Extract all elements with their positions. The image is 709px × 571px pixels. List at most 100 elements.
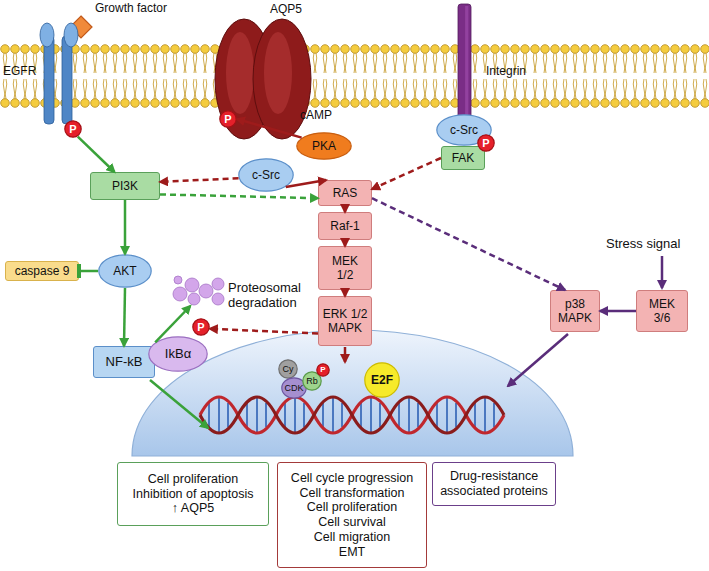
text-holder: P	[192, 318, 210, 336]
edge-group	[78, 119, 636, 346]
integrin-receptor: Integrin	[458, 4, 471, 120]
kinase-ellipse: PKAcAMP	[296, 132, 352, 160]
node-label: Cell proliferation	[148, 472, 238, 487]
text-holder: RAS	[319, 181, 371, 205]
text-holder: Raf-1	[319, 213, 371, 239]
signal-arrow	[600, 310, 636, 313]
phospho-mark: P	[316, 363, 330, 377]
node-outline	[99, 255, 151, 287]
node-label: P	[482, 137, 489, 150]
caspase-box: caspase 9	[5, 261, 79, 281]
node-label: Inhibition of apoptosis	[133, 487, 254, 502]
kinase-box: p38 MAPK	[550, 290, 600, 332]
nucleus	[132, 330, 573, 456]
outcome-box: Cell cycle progressionCell transformatio…	[277, 462, 427, 568]
text-holder: caspase 9	[6, 262, 78, 280]
text-holder: PI3K	[91, 173, 159, 199]
transcription-box: NF-kB	[93, 346, 155, 378]
node-label: Raf-1	[330, 219, 359, 233]
node-label: caspase 9	[15, 264, 70, 278]
text-holder	[170, 276, 228, 306]
kinase-ellipse: c-Src	[238, 158, 294, 192]
node-label: P	[69, 123, 76, 136]
channel-highlight	[226, 32, 254, 114]
node-label: P	[224, 113, 231, 126]
text-holder: c-Src	[238, 158, 294, 192]
proteasome-particle	[212, 293, 224, 305]
kinase-box: FAK	[441, 146, 485, 170]
signal-arrow	[155, 306, 190, 342]
integrin-bar	[458, 4, 471, 120]
signal-arrow	[344, 240, 347, 246]
node-label: AQP5	[270, 2, 320, 16]
cyclin-circle: Cy	[278, 359, 298, 379]
node-label: Drug-resistance associated proteins	[435, 469, 553, 499]
receptor-domain	[64, 23, 78, 47]
node-label: ↑ AQP5	[172, 501, 214, 516]
text-holder: PKA	[296, 132, 352, 160]
kinase-box: MEK 3/6	[636, 290, 688, 332]
receptor-stalk	[44, 36, 54, 124]
inhibitor-ellipse: IkBα	[148, 336, 208, 372]
node-label: EMT	[339, 545, 365, 560]
proteasome-particle	[174, 276, 182, 284]
signal-arrow	[237, 119, 302, 138]
text-holder: p38 MAPK	[551, 291, 599, 331]
text-holder: FAK	[442, 147, 484, 169]
proteasome-particle	[185, 278, 199, 292]
node-outline	[317, 364, 329, 376]
node-outline	[65, 121, 81, 137]
node-label: MEK 1/2	[328, 254, 362, 282]
node-label: Cell survival	[318, 515, 385, 530]
node-shape	[458, 4, 471, 120]
signal-label: Stress signal	[606, 236, 706, 251]
proteasome-particle	[212, 278, 224, 290]
text-holder	[458, 4, 471, 120]
node-label: MEK 3/6	[645, 297, 679, 325]
text-holder: E2F	[364, 362, 400, 398]
text-holder: IkBα	[148, 336, 208, 372]
node-label: p38 MAPK	[555, 297, 595, 325]
signal-arrow	[372, 158, 441, 189]
signal-arrow	[372, 198, 565, 290]
node-label: c-Src	[450, 123, 478, 137]
node-label: FAK	[452, 151, 475, 165]
outcome-box: Drug-resistance associated proteins	[432, 462, 556, 506]
node-outline	[297, 133, 351, 159]
text-holder: Cy	[278, 359, 298, 379]
text-holder	[40, 22, 80, 126]
text-holder: Drug-resistance associated proteins	[433, 463, 555, 505]
proteasome-cluster: Proteosomal degradation	[170, 276, 228, 306]
node-label: Cy	[283, 364, 294, 375]
phospho-mark: P	[64, 120, 82, 138]
receptor-stalk	[62, 36, 72, 124]
phospho-mark: P	[192, 318, 210, 336]
node-label: Cell transformation	[300, 486, 405, 501]
text-holder: P	[477, 134, 495, 152]
node-label: Cell proliferation	[307, 500, 397, 515]
node-label: P	[197, 321, 204, 334]
node-label: PI3K	[112, 179, 138, 193]
signal-arrow	[210, 329, 318, 334]
text-holder: NF-kB	[94, 347, 154, 377]
node-label: P	[320, 365, 325, 374]
channel-highlight	[264, 32, 292, 114]
signal-arrow	[344, 290, 347, 296]
signal-arrow	[344, 206, 347, 212]
node-outline	[478, 135, 494, 151]
node-label: ERK 1/2 MAPK	[320, 307, 370, 335]
kinase-ellipse: AKT	[98, 254, 152, 288]
node-outline	[239, 159, 293, 191]
text-holder: P	[219, 110, 237, 128]
proteasome-particle	[173, 287, 187, 301]
node-outline	[279, 360, 297, 378]
node-outline	[149, 337, 207, 371]
outcome-box: Cell proliferationInhibition of apoptosi…	[117, 462, 269, 526]
text-holder: AKT	[98, 254, 152, 288]
node-label: PKA	[312, 139, 336, 153]
proteasome-particle	[188, 293, 200, 305]
signal-arrow	[124, 200, 127, 254]
receptor-domain	[40, 23, 54, 47]
